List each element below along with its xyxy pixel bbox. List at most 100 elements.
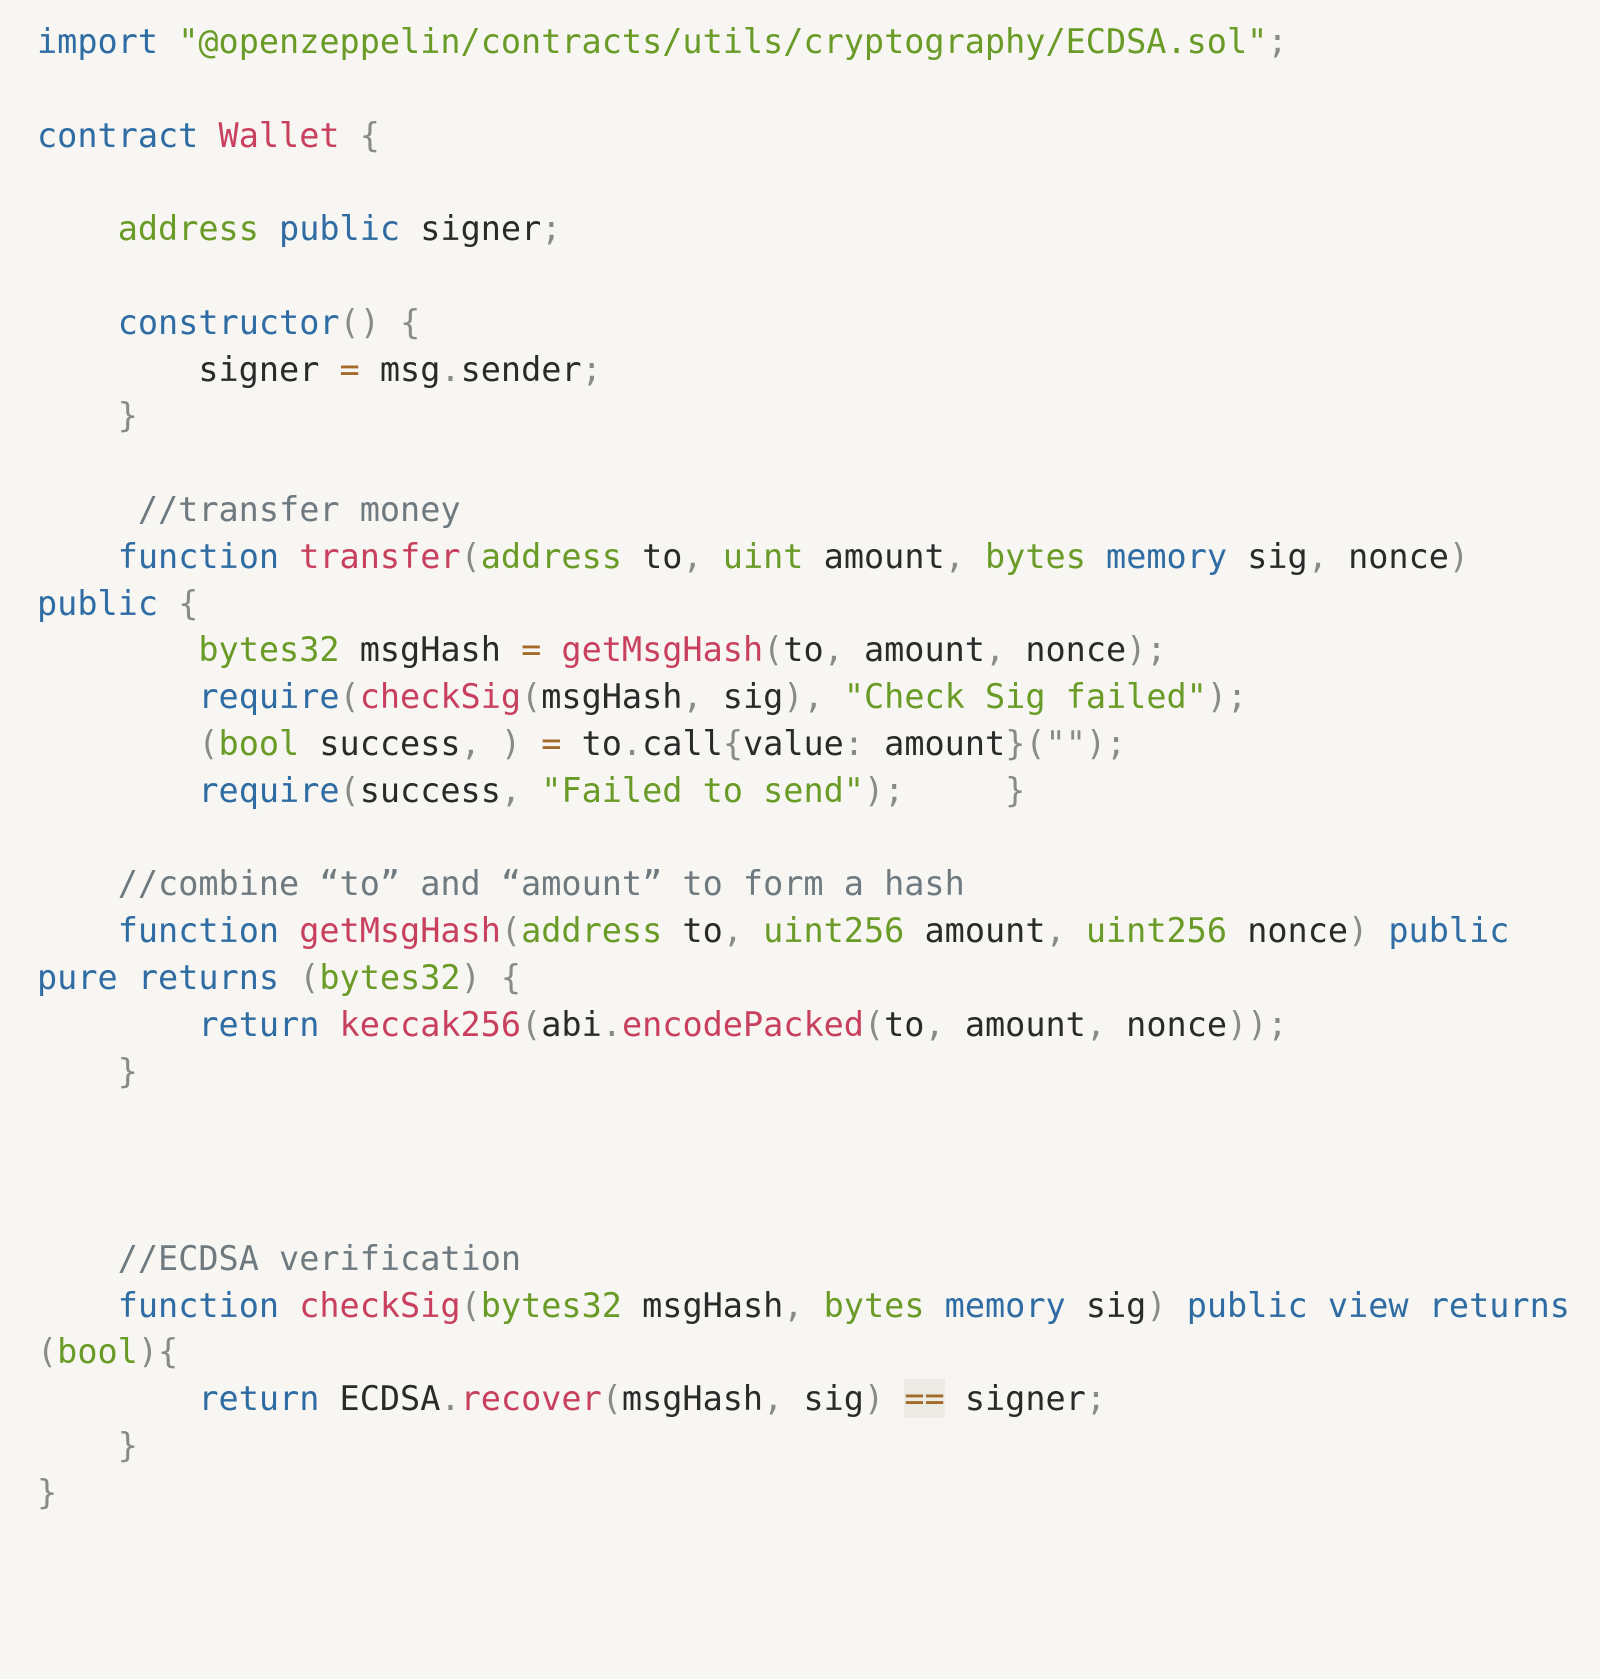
code-token-id xyxy=(481,958,501,997)
code-token-kw: require xyxy=(198,677,340,717)
code-token-id: signer xyxy=(400,209,542,249)
code-token-p: . xyxy=(440,1379,461,1419)
code-token-kw: function xyxy=(117,536,280,576)
code-token-p: } xyxy=(117,1051,138,1091)
code-token-id xyxy=(37,864,118,903)
code-line: public { xyxy=(37,579,198,629)
code-token-id: call xyxy=(642,724,723,763)
code-token-cm: //transfer money xyxy=(137,490,461,529)
code-token-p: ) xyxy=(500,724,522,763)
code-token-p: , xyxy=(500,770,522,810)
code-token-p: ) xyxy=(863,1379,885,1419)
code-token-id: msgHash xyxy=(541,677,683,717)
code-token-p: ){ xyxy=(137,1332,179,1372)
code-token-p: { xyxy=(359,115,380,155)
code-token-p: ), xyxy=(783,677,824,717)
code-token-p: . xyxy=(621,724,643,763)
code-token-fn: recover xyxy=(460,1379,602,1419)
code-token-p: ); xyxy=(863,770,905,810)
code-token-id: msgHash xyxy=(621,1285,784,1325)
code-token-ty: uint256 xyxy=(1085,911,1228,951)
code-token-id: signer xyxy=(944,1379,1086,1419)
code-line: (bool success, ) = to.call{value: amount… xyxy=(37,719,1126,769)
code-token-op: = xyxy=(541,724,562,763)
code-line: pure returns (bytes32) { xyxy=(37,953,521,1003)
code-token-id xyxy=(37,1239,118,1278)
code-token-id xyxy=(743,911,763,950)
code-token-kw: public xyxy=(279,209,401,249)
code-token-kw: function xyxy=(117,911,280,951)
code-token-id xyxy=(1308,1286,1328,1325)
code-token-id xyxy=(37,771,198,810)
code-token-p: ( xyxy=(37,1332,58,1372)
code-token-kw: function xyxy=(117,1285,280,1325)
code-token-p: ( xyxy=(339,677,360,717)
code-token-id xyxy=(37,1052,118,1091)
code-token-id xyxy=(37,396,118,435)
code-token-id: nonce xyxy=(1005,630,1127,670)
code-token-id: amount xyxy=(864,724,1006,763)
code-token-p: )); xyxy=(1227,1004,1288,1044)
code-token-id xyxy=(1409,1286,1429,1325)
code-token-p: , xyxy=(823,630,844,670)
code-token-ty: uint xyxy=(722,536,804,576)
code-token-id xyxy=(319,1005,339,1044)
code-token-p: : xyxy=(843,724,864,763)
code-token-id: msg xyxy=(359,349,441,389)
code-token-id: success xyxy=(359,770,501,810)
code-line: } xyxy=(37,391,138,441)
code-token-p: ) xyxy=(460,958,481,997)
code-token-kw: returns xyxy=(137,958,280,997)
code-token-id: sender xyxy=(460,349,582,389)
code-token-id xyxy=(37,537,118,576)
code-line: bytes32 msgHash = getMsgHash(to, amount,… xyxy=(37,625,1166,675)
code-token-id: to xyxy=(783,630,824,670)
code-line: function checkSig(bytes32 msgHash, bytes… xyxy=(37,1281,1570,1331)
code-token-id xyxy=(118,958,138,997)
code-token-p: ) xyxy=(1348,911,1369,951)
code-token-kw: constructor xyxy=(117,302,340,342)
code-token-kw: memory xyxy=(944,1285,1066,1325)
code-token-id: amount xyxy=(803,536,945,576)
code-token-ty: uint256 xyxy=(763,911,905,951)
code-token-p: , xyxy=(1307,536,1328,576)
code-token-kw: view xyxy=(1327,1285,1409,1325)
code-token-ty: address xyxy=(521,911,663,951)
code-token-p: , xyxy=(682,536,703,576)
code-token-p: ( xyxy=(521,677,542,717)
code-token-ty: bool xyxy=(218,724,300,763)
code-token-id xyxy=(158,22,178,61)
code-token-id: success xyxy=(299,724,461,763)
code-token-p: , xyxy=(944,536,965,576)
code-token-id: to xyxy=(662,911,723,951)
code-token-ty: bytes xyxy=(823,1285,925,1325)
code-token-id: msgHash xyxy=(339,630,522,670)
code-line: function transfer(address to, uint amoun… xyxy=(37,532,1469,582)
code-token-id xyxy=(521,724,541,763)
code-token-p: , xyxy=(783,1285,804,1325)
code-token-op: = xyxy=(339,349,360,389)
code-token-p: ( xyxy=(500,911,522,951)
code-token-fn: getMsgHash xyxy=(561,630,764,670)
code-token-id: sig xyxy=(1065,1285,1147,1325)
code-token-id: amount xyxy=(904,911,1046,951)
code-token-op: = xyxy=(521,630,542,670)
code-token-p: { xyxy=(500,958,522,997)
code-token-id: sig xyxy=(702,677,784,717)
code-line: require(success, "Failed to send"); } xyxy=(37,766,1025,816)
code-token-id xyxy=(279,1286,299,1325)
code-token-fn: encodePacked xyxy=(621,1004,864,1044)
code-line: constructor() { xyxy=(37,298,421,348)
code-token-kw: return xyxy=(198,1004,320,1044)
code-token-p: { xyxy=(400,302,421,342)
code-token-str: "Failed to send" xyxy=(541,770,864,810)
code-token-id: nonce xyxy=(1227,911,1349,951)
code-token-p: . xyxy=(601,1004,622,1044)
code-token-id xyxy=(703,537,723,576)
code-token-p: , xyxy=(924,1004,945,1044)
code-token-p: } xyxy=(117,1426,138,1465)
code-token-p: ( xyxy=(460,1285,481,1325)
code-token-p: } xyxy=(117,396,138,436)
code-token-id xyxy=(198,116,218,155)
code-token-id xyxy=(37,677,198,716)
